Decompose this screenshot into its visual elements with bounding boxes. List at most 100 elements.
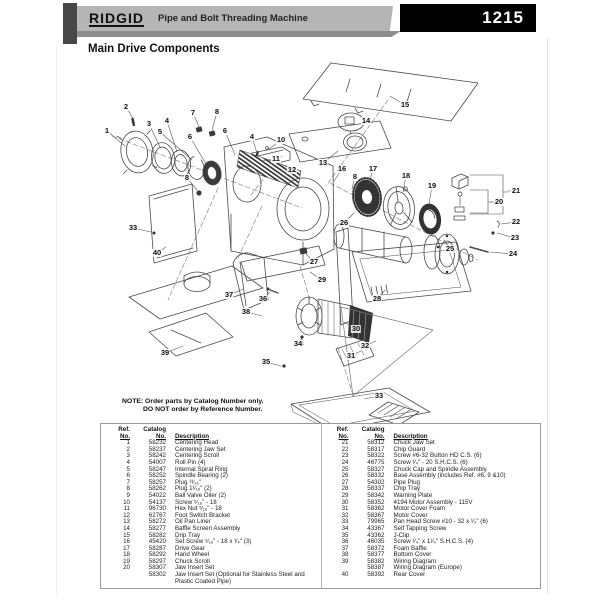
part-motor-cover [340,306,434,397]
callout-7: 7 [189,108,197,117]
ref-no: 26 [341,472,349,480]
catalog-no: 58237 [148,445,166,453]
ref-no: 3 [126,452,130,460]
callout-27: 27 [308,257,320,266]
catalog-no: 58247 [148,465,166,473]
callout-16: 16 [336,164,348,173]
table-row: 35 43362 J-Clip [329,531,538,540]
table-row: 15 58282 Drip Tray [110,532,318,540]
catalog-no: 43362 [367,531,385,539]
description: Foam Baffle [393,544,427,552]
description: Plug ¹³⁄₁₆" [175,478,202,486]
description: Plug 1¹⁄₁₆" (2) [175,485,212,493]
callout-34: 34 [292,339,304,348]
table-body-left: 1 58232 Centering Head 2 58237 Centering… [110,440,318,585]
ref-no: 20 [123,564,130,572]
description: 4194 Motor Assembly - 115V [393,498,473,506]
page-edge-right [547,38,548,594]
ref-no: 32 [341,511,349,519]
catalog-no: 79965 [367,518,385,526]
part-screw-24 [469,246,489,253]
catalog-no: 58242 [148,452,166,460]
catalog-no: 54007 [148,458,166,466]
description: Hex Nut ⁵⁄₁₆" - 18 [175,505,222,513]
table-row: 2 58237 Centering Jaw Set [110,445,318,454]
table-row: 11 96730 Hex Nut ⁵⁄₁₆" - 18 [110,506,318,513]
catalog-no: 58297 [148,557,166,565]
ref-no: 8 [126,485,130,493]
description: Motor Cover [393,511,428,519]
catalog-no: 58337 [367,485,385,493]
table-row: 21 58312 Chuck Jaw Set [329,440,538,447]
catalog-no: 58312 [367,439,385,447]
table-row: 6 58252 Spindle Bearing (2) [110,473,318,480]
callout-29: 29 [316,275,328,284]
description: Hand Wheel [175,551,210,559]
table-row: 25 58327 Chuck Cap and Spindle Assembly [329,465,538,474]
table-row: 31 58362 Motor Cover Foam [329,506,538,513]
description: Chuck Jaw Set [393,439,435,447]
catalog-no: 58367 [367,511,385,519]
catalog-no: 58392 [367,571,385,579]
binder-tab [63,3,77,44]
table-row: 24 46775 Screw ¹⁄₄" - 20 S.H.C.S. (6) [329,459,538,467]
parts-table: Ref. Catalog No. No. Description 1 58232… [100,423,541,589]
callout-8: 8 [351,172,359,181]
table-row: 14 58277 Baffle Screen Assembly [110,525,318,533]
table-row: 58302 Jaw Insert Set (Optional for Stain… [110,571,318,585]
ref-no: 16 [123,538,130,546]
col-ref-label: Ref. [118,426,130,433]
description: Chuck Cap and Spindle Assembly [393,465,487,473]
header-bar: RIDGID Pipe and Bolt Threading Machine [77,6,393,31]
part-foam-baffle [232,252,269,311]
callout-33: 33 [373,391,385,400]
catalog-no: 58377 [367,551,385,559]
table-row: 37 58372 Foam Baffle [329,544,538,553]
callout-13: 13 [317,158,329,167]
catalog-no: 58332 [367,472,385,480]
part-pipe-plug [299,247,308,255]
table-row: 16 45420 Set Screw ⁵⁄₁₆" - 18 x ³⁄₄" (3) [110,538,318,546]
part-plug-b [208,130,216,137]
catalog-no: 54022 [148,491,166,499]
description: Centering Jaw Set [175,445,226,453]
table-row: 33 79965 Pan Head Screw #10 - 32 x ¹⁄₂" … [329,519,538,526]
catalog-no: 58287 [148,544,166,552]
part-motor [295,296,373,343]
description: Ball Valve Oiler (2) [175,491,227,499]
part-centering-head [116,117,222,186]
catalog-no: 54137 [148,498,166,506]
part-screw-23 [491,231,495,235]
ref-no: 37 [341,544,349,552]
catalog-no: 58292 [148,551,166,559]
table-row: 34 43367 Self Tapping Screw [329,524,538,533]
callout-39: 39 [159,348,171,357]
table-row: 8 58262 Plug 1¹⁄₁₆" (2) [110,486,318,493]
table-row: 30 58352 4194 Motor Assembly - 115V [329,498,538,507]
description: Screw ¹⁄₄" x 1¹⁄₄" S.H.C.S. (4) [393,538,474,546]
catalog-no: 58272 [148,518,166,526]
note-line-1: NOTE: Order parts by Catalog Number only… [122,398,264,405]
ref-no: 6 [126,472,130,480]
col-catalog-label: Catalog [361,426,385,433]
callout-17: 17 [367,164,379,173]
catalog-no: 58302 [148,571,166,579]
callout-25: 25 [444,244,456,253]
description: Wiring Diagram [393,557,437,565]
part-hand-wheel [382,186,416,230]
callout-30: 30 [350,324,362,333]
description: Chuck Scroll [175,557,210,565]
ref-no: 34 [341,524,349,532]
ref-no: 1 [126,439,130,447]
description: Rear Cover [393,571,426,579]
ref-no: 5 [126,465,130,473]
table-row: 23 58322 Screw #6-32 Button HD C.S. (6) [329,453,538,460]
callout-28: 28 [371,294,383,303]
table-row: 17 58287 Drive Gear [110,544,318,553]
ref-no: 30 [341,498,349,506]
description: Jaw Insert Set [175,564,215,572]
catalog-no: 58352 [367,498,385,506]
table-row: 26 58332 Base Assembly (includes Ref. #6… [329,473,538,480]
note-line-2: DO NOT order by Reference Number. [143,406,263,413]
ref-no: 38 [341,551,349,559]
